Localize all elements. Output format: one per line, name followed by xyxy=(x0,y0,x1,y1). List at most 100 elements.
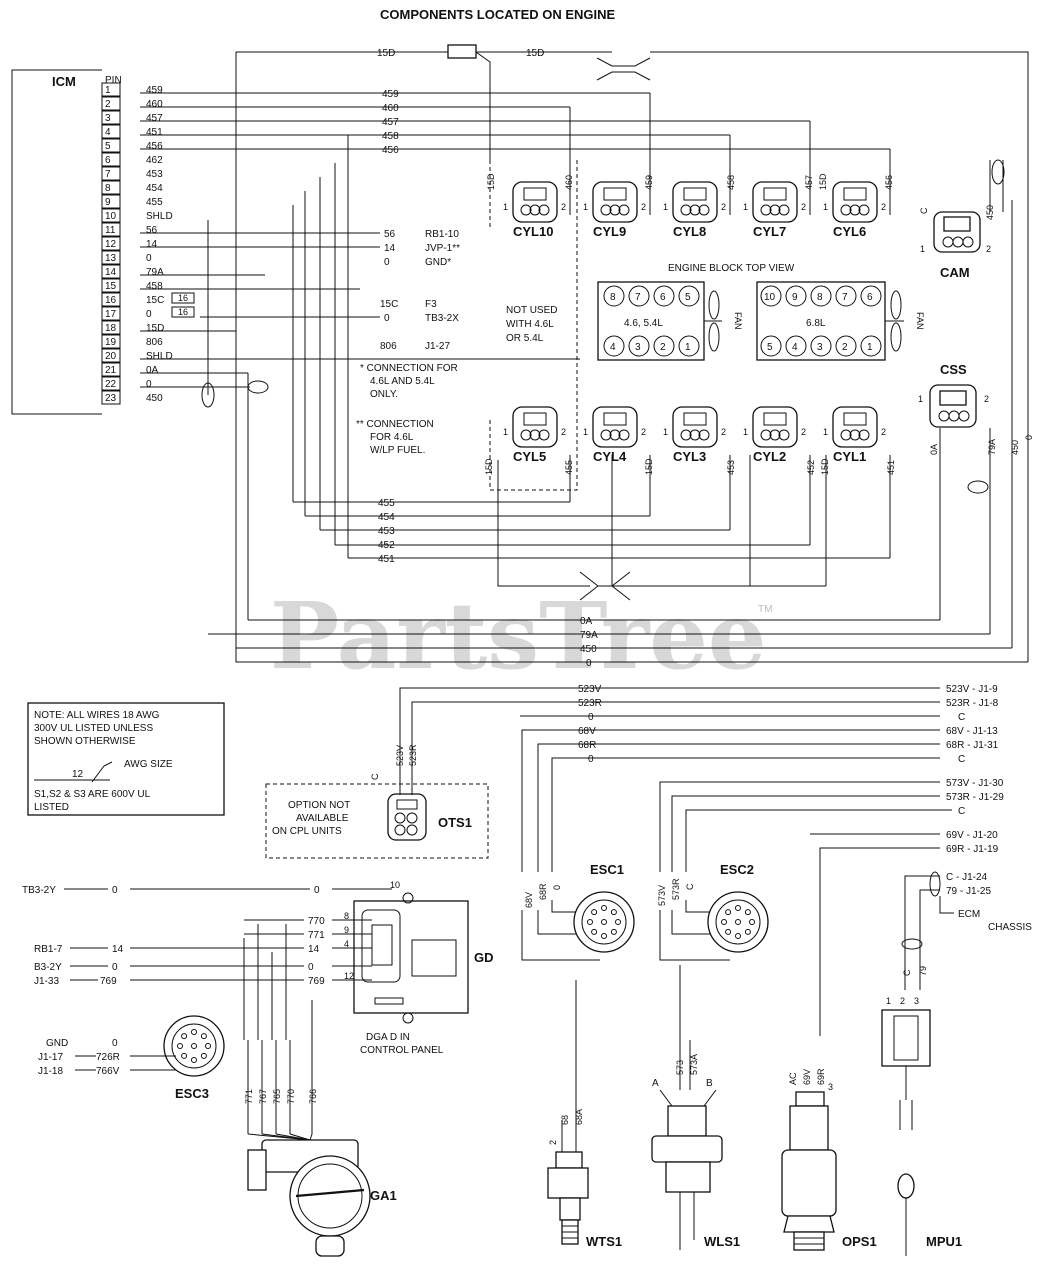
svg-text:2: 2 xyxy=(548,1140,558,1145)
svg-text:1: 1 xyxy=(583,202,588,212)
icm-pin-number: 1 xyxy=(105,85,111,96)
icm-pin-wire: 15C xyxy=(146,295,164,306)
svg-text:1: 1 xyxy=(663,427,668,437)
note-line3: SHOWN OTHERWISE xyxy=(34,736,136,747)
svg-text:C: C xyxy=(919,207,929,214)
icm-pin-wire: 455 xyxy=(146,197,163,208)
icm-pin-row: 16 15C xyxy=(101,292,164,307)
icm-connection-list: 56 RB1-10 14 JVP-1** 0 GND* 15C F3 0 TB3… xyxy=(140,229,580,456)
svg-text:0: 0 xyxy=(112,1038,118,1049)
icm-pin-number: 2 xyxy=(105,99,111,110)
note-awg-num: 12 xyxy=(72,769,84,780)
svg-text:771: 771 xyxy=(308,930,325,941)
svg-text:523V: 523V xyxy=(578,684,602,695)
esc2-label: ESC2 xyxy=(720,862,754,877)
cylinder-label: CYL2 xyxy=(753,449,786,464)
icm-pin-number: 12 xyxy=(105,239,117,250)
cam-label: CAM xyxy=(940,265,970,280)
svg-text:1: 1 xyxy=(503,202,508,212)
svg-text:68A: 68A xyxy=(574,1109,584,1125)
top-wire-left-label: 15D xyxy=(377,48,395,59)
cylinder-label: CYL7 xyxy=(753,224,786,239)
svg-text:2: 2 xyxy=(900,996,905,1006)
svg-text:68R - J1-31: 68R - J1-31 xyxy=(946,740,999,751)
conn-wire-14: 14 xyxy=(384,243,396,254)
icm-pin-wire: 458 xyxy=(146,281,163,292)
icm-pin-number: 23 xyxy=(105,393,117,404)
icm-pin-row: 3 457 xyxy=(101,110,163,125)
wts1-label: WTS1 xyxy=(586,1234,622,1249)
svg-text:4: 4 xyxy=(344,939,349,949)
ots1-option2: AVAILABLE xyxy=(296,813,349,824)
pin xyxy=(200,1052,207,1059)
svg-text:0: 0 xyxy=(1024,435,1034,440)
pin xyxy=(744,928,751,935)
icm-pin-number: 16 xyxy=(105,295,117,306)
svg-text:FAN: FAN xyxy=(915,312,925,330)
icm-pin-wire: 56 xyxy=(146,225,158,236)
mid-label-457: 457 xyxy=(382,117,399,128)
pin xyxy=(749,919,755,925)
icm-pin-number: 3 xyxy=(105,113,111,124)
svg-text:J1-18: J1-18 xyxy=(38,1066,63,1077)
ops1-label: OPS1 xyxy=(842,1234,877,1249)
svg-text:C: C xyxy=(958,806,965,817)
svg-text:1: 1 xyxy=(823,202,828,212)
icm-pin-wire: 457 xyxy=(146,113,163,124)
cyl-number: 4 xyxy=(792,342,798,353)
svg-text:2: 2 xyxy=(801,202,806,212)
wire-label: 15D xyxy=(644,458,654,475)
ops1-sensor: AC 69V 69R 3 OPS1 xyxy=(781,1068,877,1251)
svg-text:14: 14 xyxy=(308,944,320,955)
svg-text:1: 1 xyxy=(886,996,891,1006)
conn-dest-jvp: JVP-1** xyxy=(425,243,460,254)
cyl-number: 3 xyxy=(635,342,641,353)
not-used-2: WITH 4.6L xyxy=(506,319,554,330)
wire-note-box: NOTE: ALL WIRES 18 AWG 300V UL LISTED UN… xyxy=(27,702,225,816)
icm-label: ICM xyxy=(52,74,76,89)
svg-text:770: 770 xyxy=(308,916,325,927)
rw-0: 0 xyxy=(586,658,592,669)
svg-text:16: 16 xyxy=(178,293,188,303)
svg-text:0: 0 xyxy=(588,712,594,723)
svg-text:573: 573 xyxy=(675,1060,685,1075)
icm-pin-wire: 450 xyxy=(146,393,163,404)
svg-text:523R: 523R xyxy=(578,698,602,709)
svg-text:CHASSIS: CHASSIS xyxy=(988,922,1032,933)
icm-pin-wire: 806 xyxy=(146,337,163,348)
note2c: W/LP FUEL. xyxy=(370,445,425,456)
fan-icon: FAN xyxy=(704,290,743,352)
svg-text:A: A xyxy=(652,1078,659,1089)
svg-text:68V: 68V xyxy=(524,892,534,908)
svg-text:573V - J1-30: 573V - J1-30 xyxy=(946,778,1004,789)
conn-wire-806: 806 xyxy=(380,341,397,352)
svg-text:C: C xyxy=(902,969,912,976)
svg-text:1: 1 xyxy=(918,394,923,404)
ots1-label: OTS1 xyxy=(438,815,472,830)
svg-text:0: 0 xyxy=(112,962,118,973)
conn-dest-j1-27: J1-27 xyxy=(425,341,450,352)
ots1-option1: OPTION NOT xyxy=(288,800,350,811)
wire-label: 15D xyxy=(486,173,496,190)
bottom-cylinder-wires: 455 454 453 452 451 0A 79A 450 0 xyxy=(208,455,1012,669)
engine-block-label: ENGINE BLOCK TOP VIEW xyxy=(668,263,795,274)
svg-text:AC: AC xyxy=(788,1072,798,1085)
conn-dest-rb1-10: RB1-10 xyxy=(425,229,459,240)
svg-text:2: 2 xyxy=(721,427,726,437)
rw-0a: 0A xyxy=(580,616,593,627)
svg-text:523R: 523R xyxy=(408,744,418,766)
wts1-sensor: 2 68 68A WTS1 xyxy=(547,1109,622,1249)
wire-label: 459 xyxy=(644,175,654,190)
